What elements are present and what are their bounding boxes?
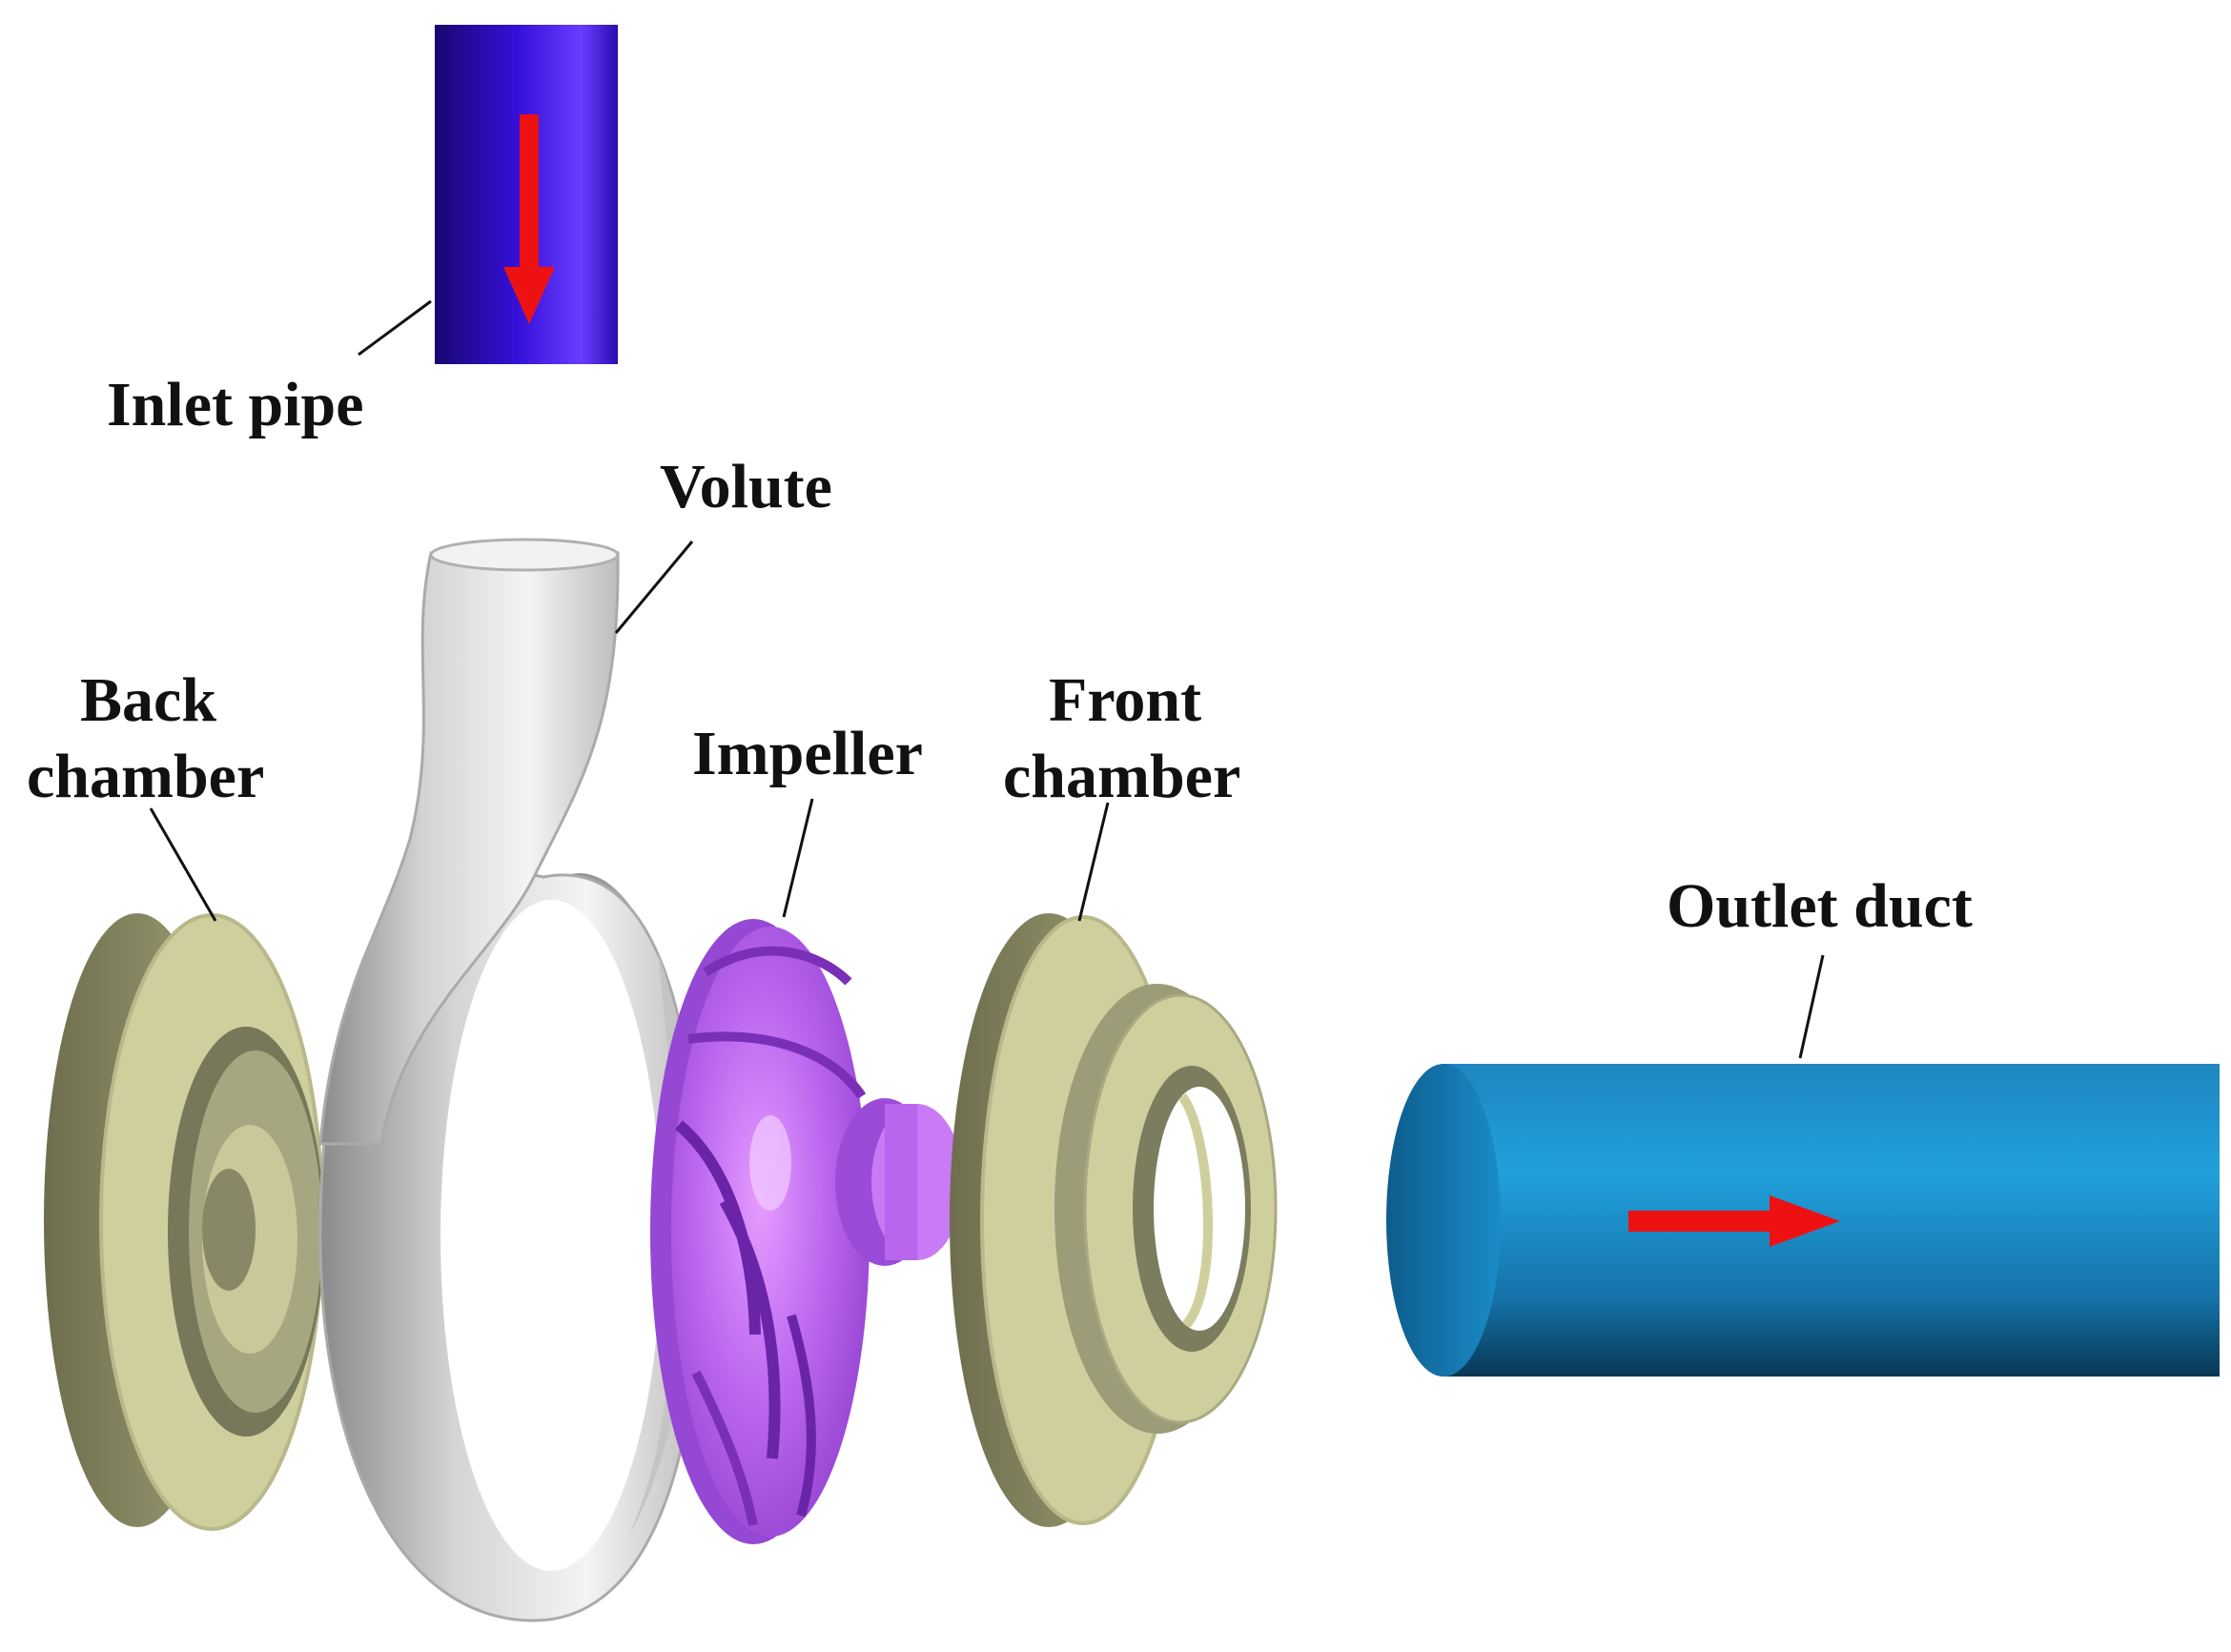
volute: [318, 538, 704, 1622]
back-chamber-label-line2: chamber: [27, 742, 264, 811]
front-chamber-label-line2: chamber: [1003, 742, 1240, 811]
arrow-right-icon: [1628, 1195, 1840, 1247]
impeller-leader: [782, 798, 814, 918]
back-chamber-leader: [149, 807, 217, 922]
inlet-pipe-label: Inlet pipe: [107, 370, 364, 439]
impeller-label: Impeller: [692, 719, 923, 788]
front-chamber: [950, 913, 1278, 1527]
volute-leader: [614, 540, 694, 634]
front-chamber-label-line1: Front: [1049, 665, 1201, 735]
inlet-pipe-leader: [358, 299, 432, 357]
arrow-down-icon: [503, 114, 555, 324]
volute-label: Volute: [660, 452, 832, 521]
back-chamber-label-line1: Back: [80, 665, 216, 735]
outlet-duct-end: [1386, 1064, 1501, 1377]
impeller: [650, 919, 963, 1544]
outlet-duct-label: Outlet duct: [1667, 871, 1973, 941]
back-chamber: [44, 913, 324, 1531]
outlet-duct-leader: [1798, 954, 1825, 1059]
front-chamber-leader: [1077, 802, 1110, 922]
